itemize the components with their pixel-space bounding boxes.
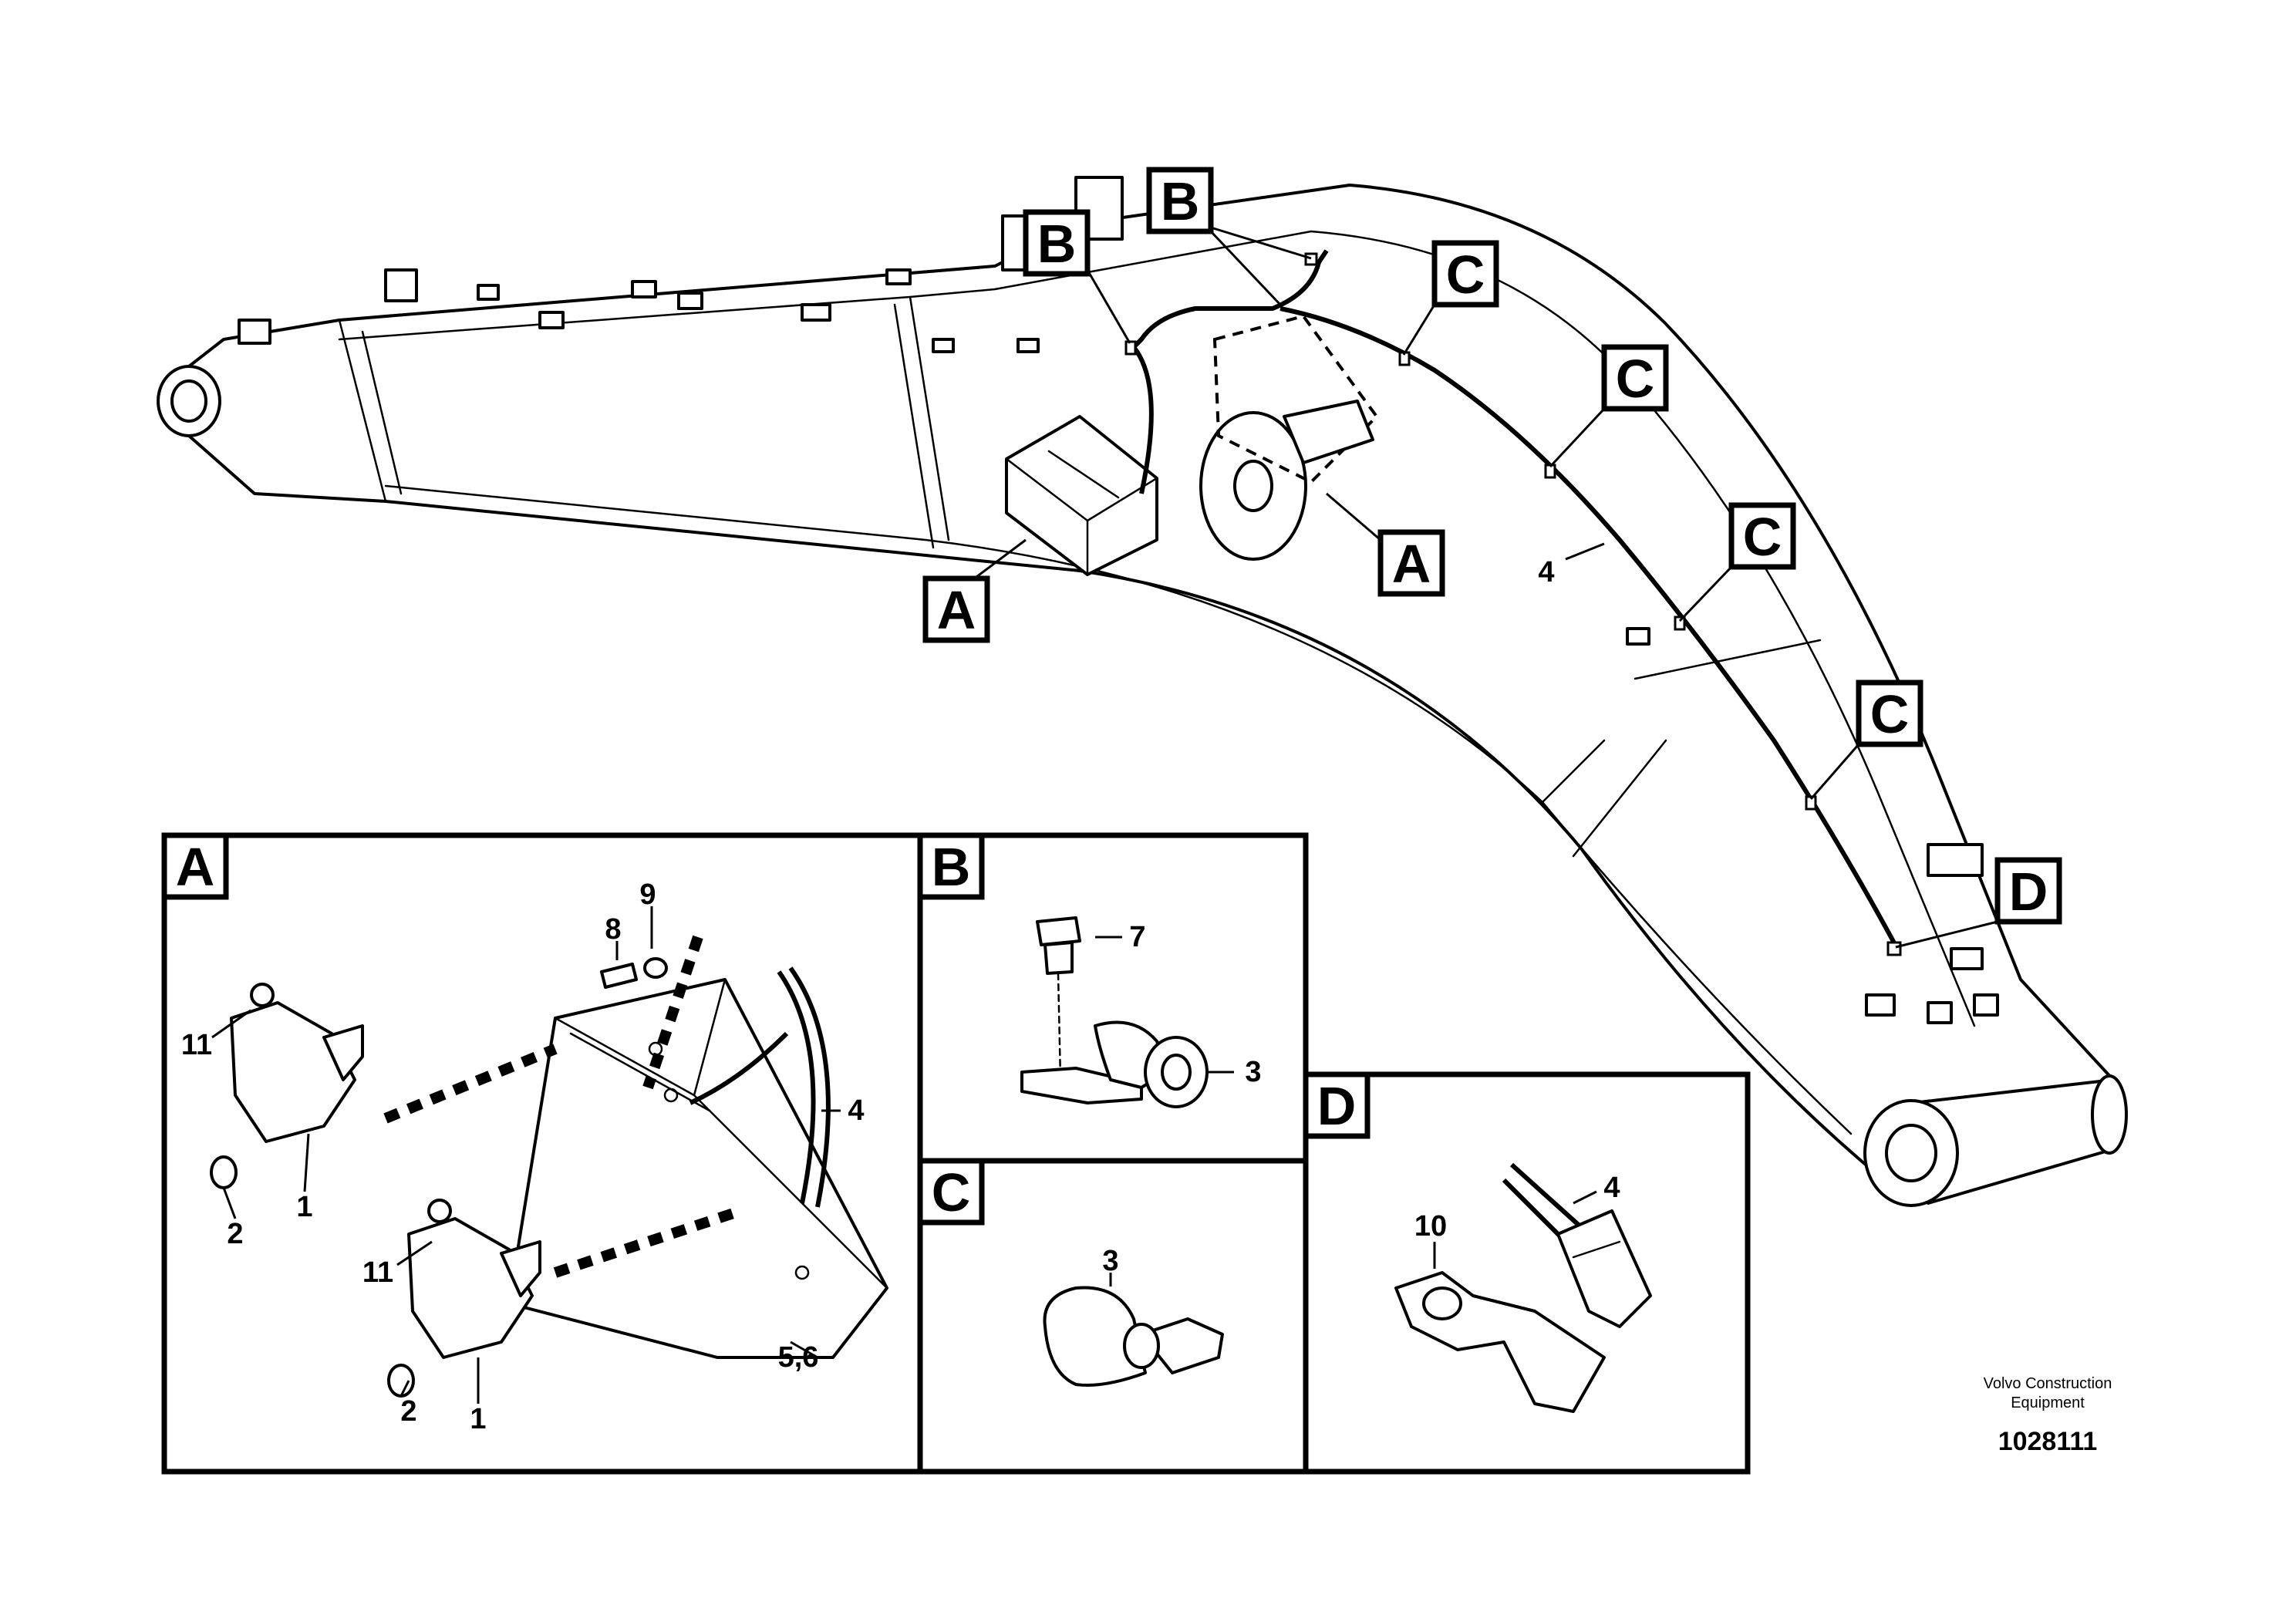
svg-text:11: 11	[362, 1256, 393, 1289]
svg-text:4: 4	[1603, 1172, 1620, 1204]
svg-text:9: 9	[639, 878, 656, 911]
svg-text:1: 1	[296, 1191, 312, 1223]
svg-text:3: 3	[1245, 1056, 1261, 1088]
svg-text:C: C	[1616, 349, 1655, 409]
hose-ref-label: 4	[1538, 556, 1554, 588]
detail-panel-d: D 10 4	[1303, 1071, 1751, 1475]
callout-a-2: A	[1377, 529, 1445, 597]
svg-text:B: B	[1161, 171, 1200, 231]
callout-b-1: B	[1023, 209, 1091, 277]
svg-text:B: B	[1037, 214, 1077, 274]
svg-text:2: 2	[227, 1218, 243, 1250]
boom-illustration	[157, 176, 2128, 1207]
svg-text:8: 8	[605, 913, 621, 946]
drawing-footer: Volvo Construction Equipment 1028111	[1984, 1375, 2112, 1456]
svg-text:5,6: 5,6	[778, 1341, 819, 1374]
svg-text:A: A	[1392, 534, 1431, 594]
callout-b-2: B	[1146, 167, 1214, 234]
callout-a-1: A	[922, 575, 990, 643]
svg-text:1: 1	[470, 1403, 486, 1435]
company-name-line2: Equipment	[2011, 1394, 2085, 1411]
svg-text:4: 4	[848, 1094, 864, 1127]
svg-text:10: 10	[1414, 1210, 1447, 1243]
svg-text:2: 2	[400, 1395, 416, 1428]
svg-text:C: C	[1870, 684, 1910, 744]
svg-text:7: 7	[1129, 921, 1145, 953]
svg-text:A: A	[176, 837, 215, 897]
callout-c-3: C	[1728, 502, 1796, 570]
callout-leaders	[948, 226, 1998, 949]
detail-panel-b: B 7 3	[917, 832, 1309, 1164]
detail-panel-c: C 3	[917, 1158, 1309, 1475]
svg-text:B: B	[932, 837, 971, 897]
svg-text:A: A	[937, 580, 976, 640]
company-name-line1: Volvo Construction	[1984, 1375, 2112, 1392]
svg-text:D: D	[1317, 1076, 1357, 1136]
svg-text:C: C	[1743, 507, 1782, 567]
svg-text:D: D	[2009, 862, 2048, 922]
svg-text:3: 3	[1102, 1245, 1118, 1277]
callout-c-1: C	[1431, 240, 1499, 308]
drawing-number: 1028111	[1998, 1427, 2098, 1456]
detail-panel-a: A	[161, 832, 923, 1475]
svg-text:C: C	[1446, 244, 1485, 305]
callout-c-2: C	[1601, 344, 1669, 412]
svg-text:11: 11	[181, 1029, 212, 1061]
callout-c-4: C	[1856, 679, 1923, 747]
callout-d: D	[1994, 857, 2062, 925]
svg-text:C: C	[932, 1162, 971, 1222]
